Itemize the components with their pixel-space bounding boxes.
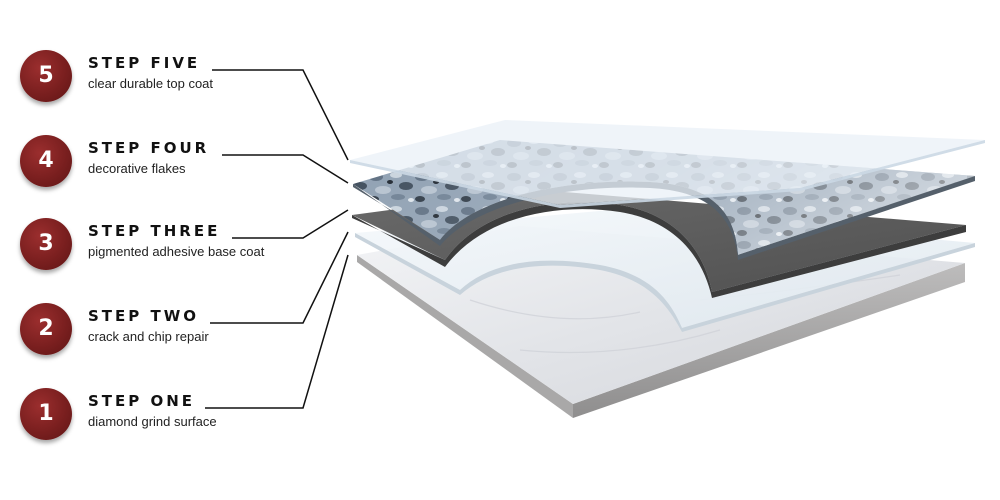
step-number-badge: 4 — [20, 135, 72, 187]
step-five: 5 STEP FIVE clear durable top coat — [20, 50, 310, 110]
step-title: STEP TWO — [88, 307, 200, 325]
step-number-badge: 1 — [20, 388, 72, 440]
step-three: 3 STEP THREE pigmented adhesive base coa… — [20, 218, 310, 278]
leader-line-step-one — [205, 254, 349, 409]
leader-line-step-five — [212, 69, 349, 161]
step-description: decorative flakes — [88, 161, 186, 176]
step-one: 1 STEP ONE diamond grind surface — [20, 388, 310, 448]
top-coat-sheet — [350, 120, 985, 205]
step-two: 2 STEP TWO crack and chip repair — [20, 303, 310, 363]
step-number-badge: 5 — [20, 50, 72, 102]
concrete-slab-front — [357, 255, 573, 418]
step-description: diamond grind surface — [88, 414, 217, 429]
flakes-edge — [353, 176, 975, 260]
step-description: pigmented adhesive base coat — [88, 244, 265, 259]
step-four: 4 STEP FOUR decorative flakes — [20, 135, 310, 195]
top-coat-edge — [350, 140, 985, 208]
step-title: STEP FIVE — [88, 54, 201, 72]
leader-lines — [205, 69, 349, 409]
step-description: clear durable top coat — [88, 76, 214, 91]
concrete-slab-side — [573, 263, 965, 418]
leader-line-step-three — [232, 209, 349, 239]
step-number-badge: 2 — [20, 303, 72, 355]
step-description: crack and chip repair — [88, 329, 209, 344]
layer-clear-top-coat — [350, 120, 985, 208]
leader-line-step-four — [222, 154, 349, 184]
step-title: STEP ONE — [88, 392, 196, 410]
crack-repair-edge — [355, 233, 975, 332]
base-coat-edge — [352, 202, 966, 298]
leader-line-step-two — [210, 231, 349, 324]
step-title: STEP THREE — [88, 222, 221, 240]
step-number-badge: 3 — [20, 218, 72, 270]
step-title: STEP FOUR — [88, 139, 210, 157]
